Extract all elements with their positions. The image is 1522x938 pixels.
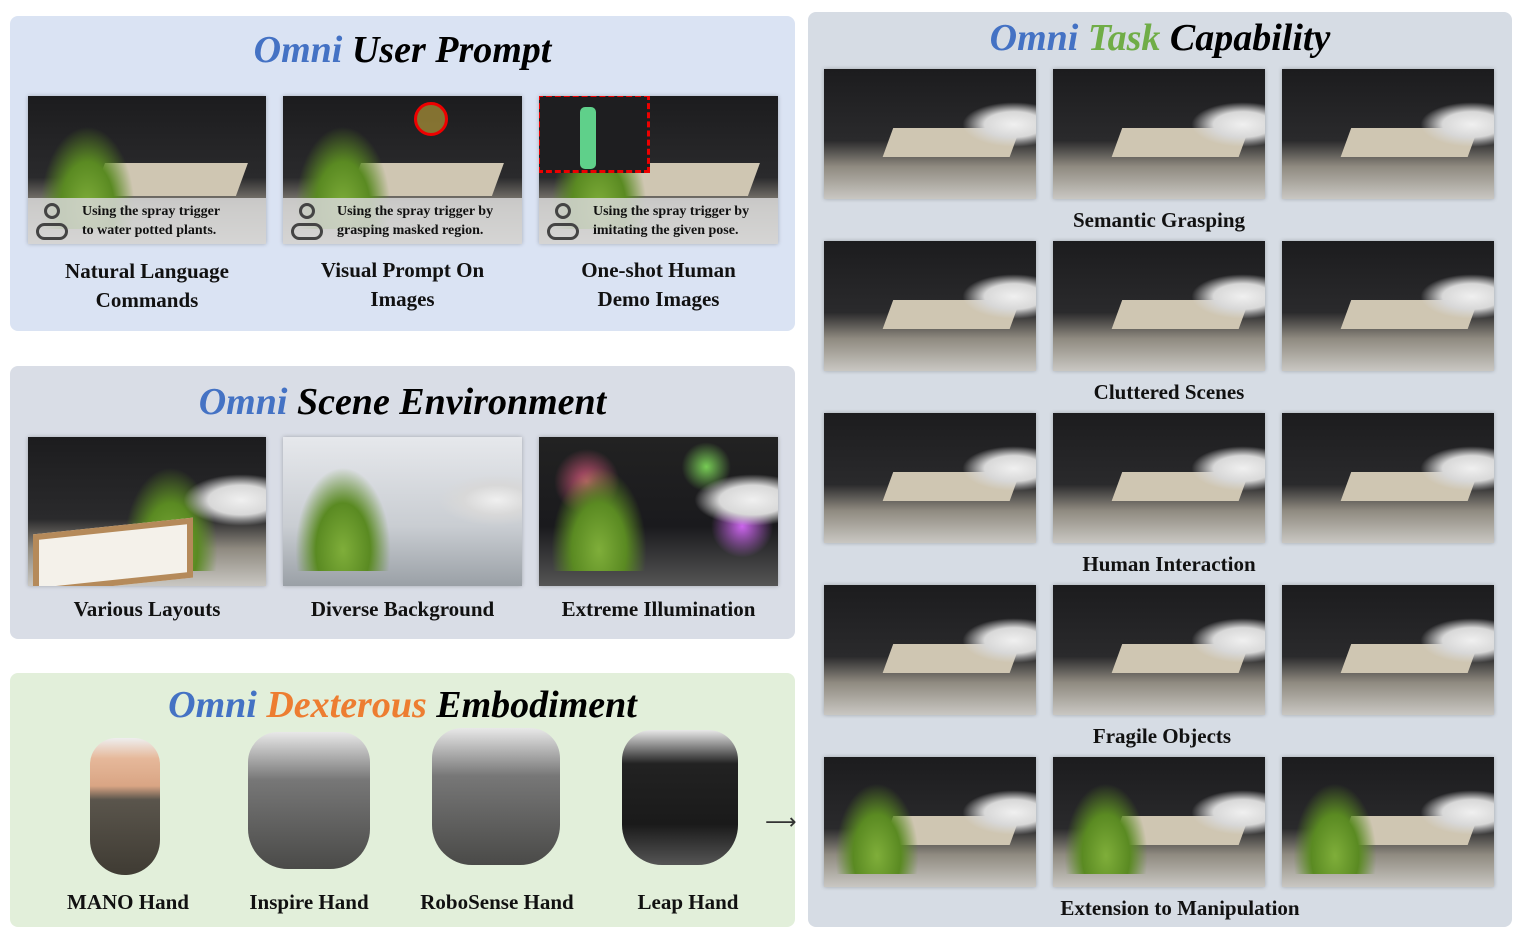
mano-hand-image [90, 738, 160, 875]
task-photo [824, 69, 1036, 199]
scene-label: Various Layouts [73, 597, 221, 621]
hand-label: Inspire Hand [249, 890, 369, 914]
user-icon [291, 203, 323, 241]
title-rest: Embodiment [436, 684, 637, 726]
task-photo [1053, 69, 1265, 199]
task-photo [824, 585, 1036, 715]
title-omni: Omni [168, 684, 257, 726]
prompt-caption: Using the spray trigger to water potted … [28, 198, 266, 244]
task-photo [1282, 585, 1494, 715]
task-photo [824, 413, 1036, 543]
user-icon [547, 203, 579, 241]
task-photo [1282, 413, 1494, 543]
scene-title: Omni Scene Environment [10, 380, 795, 424]
task-row-label: Fragile Objects [1092, 724, 1232, 748]
user-prompt-title: Omni User Prompt [10, 28, 795, 72]
arrow-icon: ⟶ [765, 810, 797, 835]
prompt-caption: Using the spray trigger by imitating the… [539, 198, 778, 244]
task-row-label: Semantic Grasping [1072, 208, 1246, 232]
caption-line: grasping masked region. [337, 223, 484, 238]
title-rest: Capability [1169, 17, 1331, 59]
mask-circle-marker [414, 102, 448, 136]
scene-photo-background [283, 437, 522, 586]
hand-label: MANO Hand [67, 890, 189, 914]
task-photo [824, 241, 1036, 371]
title-omni: Omni [198, 381, 288, 423]
caption-line: Using the spray trigger [82, 204, 221, 219]
title-rest: User Prompt [351, 29, 552, 71]
scene-photo-illumination [539, 437, 778, 586]
task-photo [824, 757, 1036, 887]
task-photo [1053, 757, 1265, 887]
task-photo [1053, 585, 1265, 715]
embodiment-title: Omni Dexterous Embodiment [10, 683, 795, 727]
caption-line: imitating the given pose. [593, 223, 739, 238]
inspire-hand-image [248, 732, 370, 869]
task-photo [1282, 241, 1494, 371]
prompt-photo-visual: Using the spray trigger by grasping mask… [283, 96, 522, 244]
scene-photo-layouts [28, 437, 266, 586]
title-rest: Scene Environment [296, 381, 607, 423]
hand-label: RoboSense Hand [420, 890, 574, 914]
leap-hand-image [622, 730, 738, 865]
prompt-photo-demo: Using the spray trigger by imitating the… [539, 96, 778, 244]
task-row-label: Extension to Manipulation [1060, 896, 1300, 920]
task-row-label: Human Interaction [1082, 552, 1256, 576]
scene-label: Extreme Illumination [561, 597, 756, 621]
robosense-hand-image [432, 728, 560, 865]
title-omni: Omni [253, 29, 343, 71]
title-omni: Omni [989, 17, 1079, 59]
task-row-label: Cluttered Scenes [1093, 380, 1245, 404]
demo-inset-box [539, 96, 650, 173]
title-task: Task [1087, 17, 1161, 59]
prompt-photo-language: Using the spray trigger to water potted … [28, 96, 266, 244]
task-title: Omni Task Capability [808, 16, 1512, 60]
caption-line: Using the spray trigger by [337, 204, 494, 219]
task-photo [1053, 241, 1265, 371]
scene-label: Diverse Background [310, 597, 495, 621]
task-photo [1282, 757, 1494, 887]
caption-line: to water potted plants. [82, 223, 217, 238]
user-icon [36, 203, 68, 241]
hand-label: Leap Hand [637, 890, 739, 914]
task-photo [1053, 413, 1265, 543]
title-dexterous: Dexterous [266, 684, 427, 726]
prompt-caption: Using the spray trigger by grasping mask… [283, 198, 522, 244]
task-photo [1282, 69, 1494, 199]
caption-line: Using the spray trigger by [593, 204, 750, 219]
